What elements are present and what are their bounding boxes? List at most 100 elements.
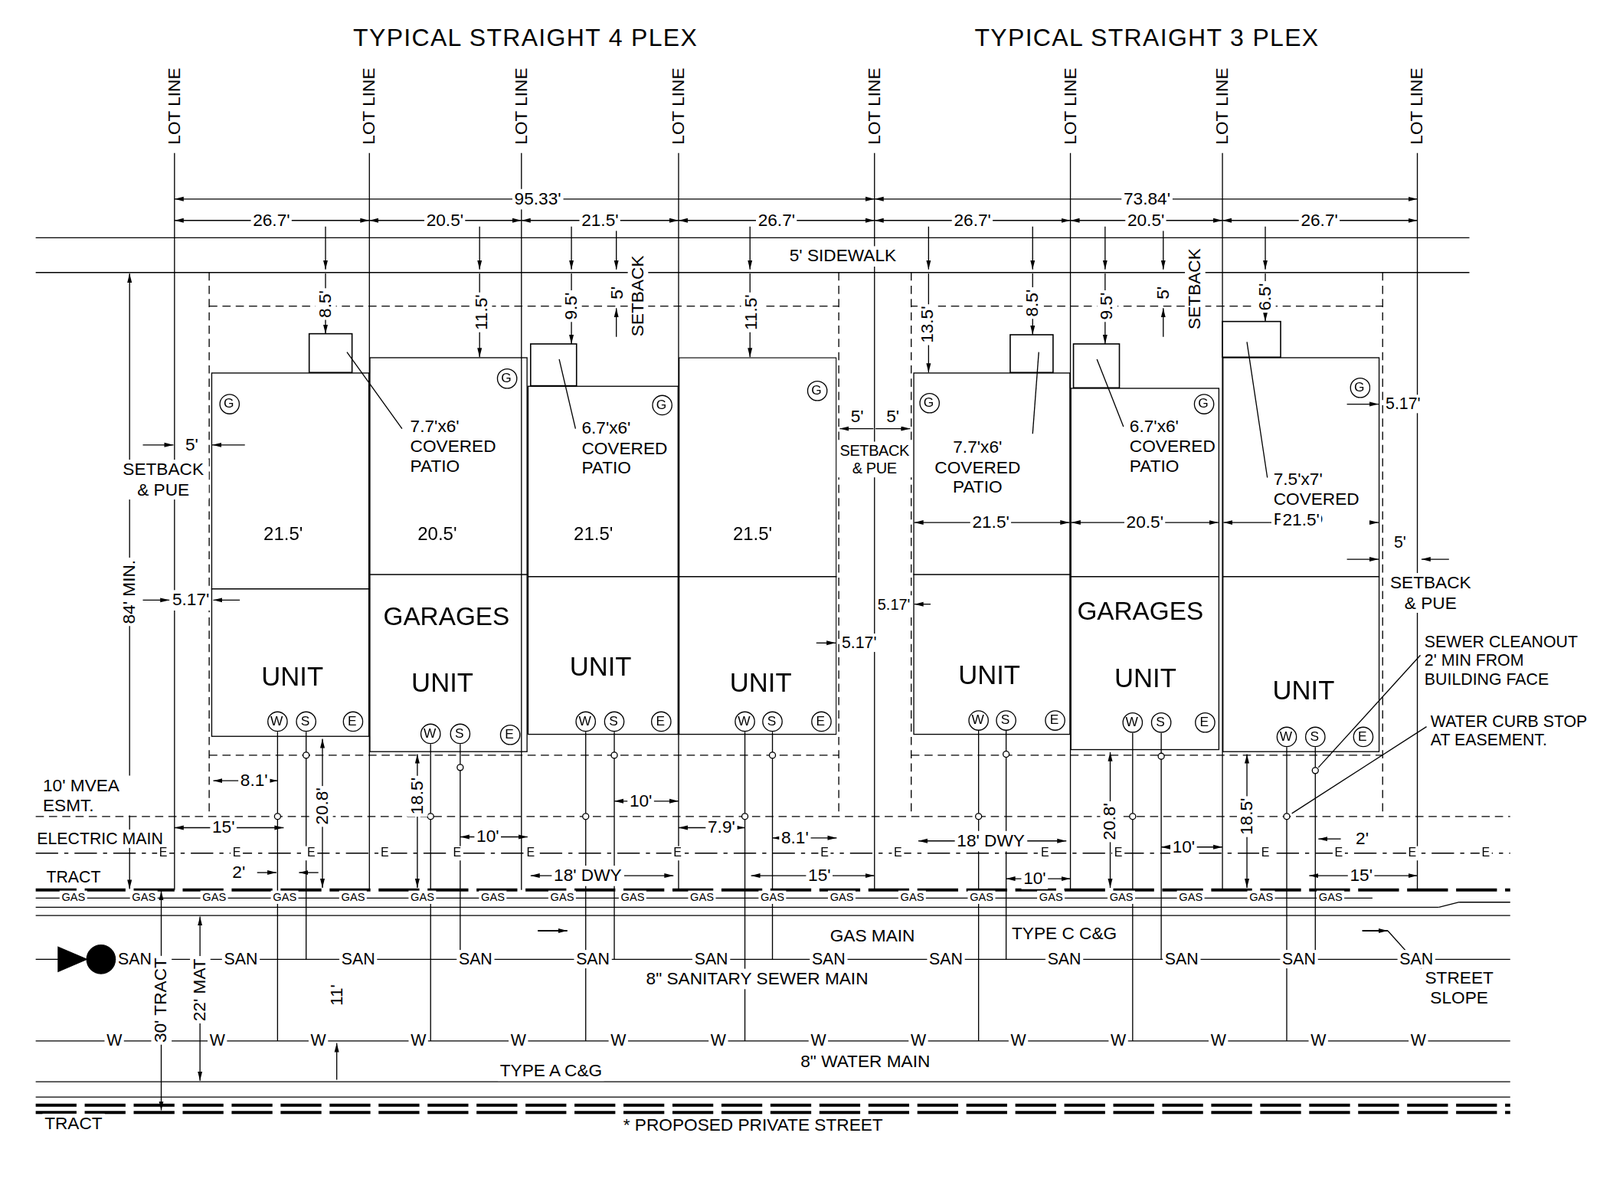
plan-label: LOT LINE bbox=[511, 65, 532, 148]
plan-label: E bbox=[524, 846, 537, 861]
symbol-letter: S bbox=[767, 713, 777, 727]
plan-label: E bbox=[817, 846, 831, 861]
plan-label: 26.7' bbox=[952, 210, 994, 231]
curb-line bbox=[35, 1081, 1511, 1083]
plan-label: GAS bbox=[200, 890, 229, 904]
plan-label: SAN bbox=[456, 949, 495, 969]
symbol-letter: G bbox=[1197, 396, 1208, 410]
sewer-service bbox=[772, 731, 773, 959]
dimension-arrow bbox=[298, 871, 318, 873]
plan-label: 8.5' bbox=[1022, 287, 1043, 319]
unit-label: UNIT bbox=[958, 660, 1021, 688]
dimension-arrow bbox=[212, 444, 246, 445]
sewer-service bbox=[1315, 746, 1316, 959]
plan-label: 10' bbox=[1170, 837, 1198, 858]
symbol-letter: E bbox=[1200, 715, 1210, 729]
curb-line bbox=[35, 906, 1440, 908]
unit-label: UNIT bbox=[261, 662, 324, 690]
plan-label: 20.5' bbox=[1124, 512, 1166, 533]
dimension-arrow bbox=[1162, 307, 1164, 337]
sewer-service bbox=[1160, 732, 1162, 960]
plan-label: E bbox=[157, 846, 170, 861]
plan-label: 22' MAT bbox=[189, 956, 210, 1024]
plan-label: W bbox=[508, 1031, 528, 1051]
plan-label: 15' bbox=[209, 817, 237, 838]
plan-label: 30' TRACT bbox=[150, 955, 171, 1045]
plan-label: LOT LINE bbox=[1407, 65, 1428, 148]
plan-label: 8" WATER MAIN bbox=[798, 1051, 933, 1072]
plan-label: GAS bbox=[478, 890, 507, 904]
setback-line bbox=[208, 272, 210, 817]
sewer-cleanout bbox=[1158, 752, 1165, 760]
patio-outline bbox=[1073, 343, 1120, 388]
plan-label: W bbox=[808, 1031, 828, 1051]
plan-label: 5.17' bbox=[839, 633, 879, 653]
unit-label: UNIT bbox=[1114, 664, 1177, 691]
plan-label: GAS bbox=[130, 890, 158, 904]
plan-label: W bbox=[908, 1031, 928, 1051]
plan-label: ELECTRIC MAIN bbox=[35, 829, 166, 849]
symbol-letter: G bbox=[500, 371, 511, 385]
plan-label: 21.5' bbox=[970, 512, 1012, 533]
dimension-arrow bbox=[875, 428, 910, 429]
plan-label: 7.9' bbox=[705, 817, 737, 838]
plan-label: 18.5' bbox=[1236, 795, 1257, 838]
unit-outline: UNITGWSE bbox=[912, 372, 1070, 735]
slope-arrow bbox=[1362, 929, 1388, 932]
plan-label: 18.5' bbox=[407, 775, 428, 817]
utility-symbol: W bbox=[1122, 711, 1143, 733]
plan-label: E bbox=[230, 846, 243, 861]
curb-line bbox=[35, 1096, 1511, 1098]
curb-stop bbox=[742, 813, 749, 820]
plan-label: 9.5' bbox=[561, 290, 582, 322]
patio-outline bbox=[1222, 321, 1281, 358]
water-main bbox=[35, 1040, 1511, 1041]
symbol-letter: G bbox=[811, 383, 822, 397]
utility-symbol: W bbox=[1276, 726, 1297, 747]
leader-line bbox=[346, 352, 403, 429]
curb-stop bbox=[1283, 813, 1290, 820]
plan-label: STREET SLOPE bbox=[1421, 968, 1498, 1008]
setback-line bbox=[910, 272, 912, 817]
plan-label: 7.7'x6' COVERED PATIO bbox=[926, 437, 1028, 498]
plan-label: E bbox=[1038, 846, 1051, 861]
dimension-arrow bbox=[1318, 837, 1341, 839]
unit-outline: 21.5'UNITGWSE bbox=[527, 386, 679, 736]
utility-symbol: S bbox=[603, 710, 625, 732]
dimension-arrow bbox=[816, 642, 836, 644]
plan-label: GAS bbox=[1316, 890, 1345, 904]
water-service bbox=[744, 731, 746, 1041]
curb-stop bbox=[975, 813, 982, 820]
unit-label: GARAGES bbox=[1076, 598, 1204, 624]
utility-symbol: G bbox=[1193, 393, 1214, 415]
unit-outline: 20.5'GARAGESUNITGWSE bbox=[369, 356, 528, 753]
leader-line bbox=[1318, 654, 1421, 768]
utility-symbol: E bbox=[1044, 710, 1066, 731]
plan-label: GAS bbox=[618, 890, 647, 904]
leader-line bbox=[1246, 341, 1268, 478]
unit-label: 21.5' bbox=[573, 523, 613, 543]
plan-label: 20.5' bbox=[1125, 210, 1167, 231]
symbol-letter: S bbox=[1155, 715, 1165, 729]
plan-label: SAN bbox=[339, 949, 377, 969]
plan-label: GAS bbox=[1037, 890, 1065, 904]
utility-symbol: G bbox=[651, 394, 673, 416]
symbol-letter: W bbox=[423, 726, 436, 740]
setback-line bbox=[1382, 272, 1384, 817]
symbol-letter: S bbox=[1001, 713, 1011, 727]
plan-label: 10' bbox=[627, 791, 655, 812]
dimension-arrow bbox=[479, 226, 481, 270]
symbol-letter: W bbox=[270, 713, 283, 727]
plan-label: 18' DWY bbox=[955, 831, 1028, 851]
plan-label: 84' MIN. bbox=[119, 557, 140, 626]
unit-outline: 21.5'UNITGWSE bbox=[211, 372, 370, 737]
utility-symbol: W bbox=[266, 710, 288, 732]
plan-label: 20.8' bbox=[1099, 801, 1120, 843]
plan-label: GAS bbox=[271, 890, 299, 904]
plan-label: SAN bbox=[1397, 949, 1436, 969]
plan-label: W bbox=[1008, 1031, 1028, 1051]
plan-label: 5' bbox=[848, 406, 866, 427]
plan-label: 8" SANITARY SEWER MAIN bbox=[644, 968, 871, 989]
manhole-symbol bbox=[86, 945, 115, 974]
plan-label: 9.5' bbox=[1096, 290, 1117, 322]
